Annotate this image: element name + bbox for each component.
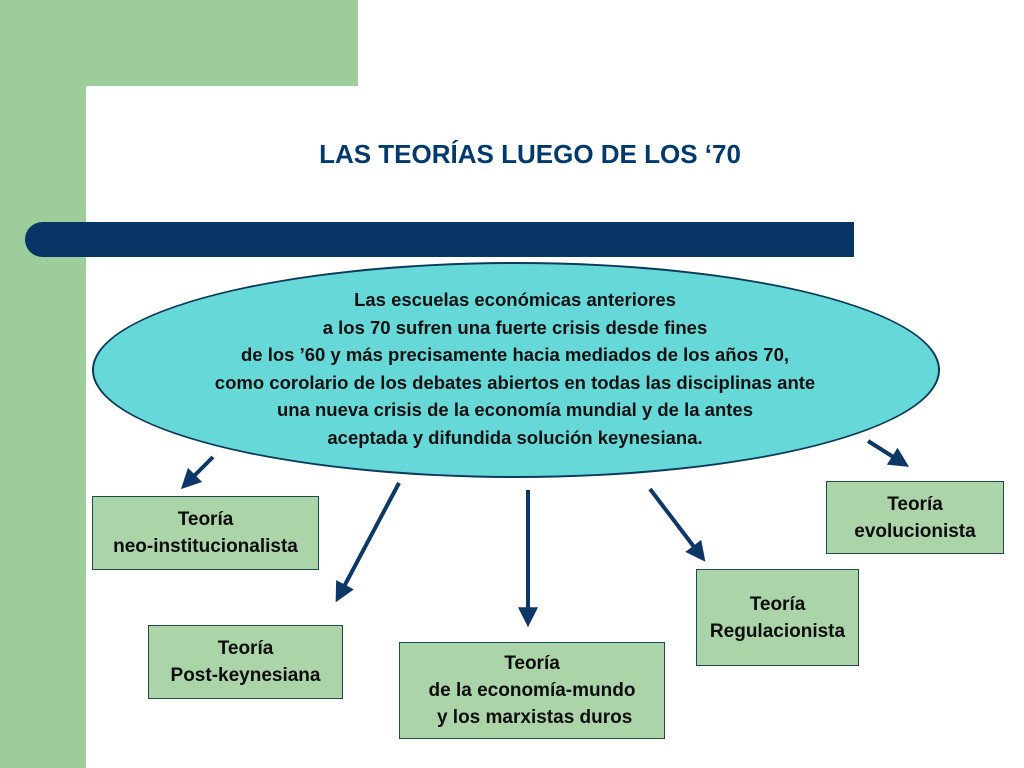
title-underline-bar [25,222,854,257]
box-neo-institucionalista-line-2: neo-institucionalista [113,536,298,557]
page-title: LAS TEORÍAS LUEGO DE LOS ‘70 [319,139,741,169]
box-neo-institucionalista-line-1: Teoría [177,509,234,530]
box-evolucionista: Teoría evolucionista [826,481,1004,554]
box-economia-mundo-line-1: Teoría [504,653,560,674]
box-economia-mundo: Teoría de la economía-mundo y los marxis… [399,642,665,739]
arrow-to-neo-institucionalista [180,455,215,490]
central-line-4: como corolario de los debates abiertos e… [214,371,816,393]
background-green-top [0,0,358,86]
box-regulacionista-line-2: Regulacionista [709,620,846,642]
box-regulacionista-line-1: Teoría [749,593,806,615]
background-white-corner [86,86,166,166]
arrow-to-post-keynesiana [335,482,401,603]
background-green-left [0,0,86,768]
central-line-1: Las escuelas económicas anteriores [354,289,676,310]
central-line-6: aceptada y difundida solución keynesiana… [327,426,703,448]
box-regulacionista: Teoría Regulacionista [696,569,859,666]
central-line-3: de los ’60 y más precisamente hacia medi… [240,344,790,365]
central-ellipse-text: Las escuelas económicas anteriores a los… [120,286,910,451]
arrow-to-regulacionista [648,487,706,562]
box-economia-mundo-line-2: de la economía-mundo [428,680,636,701]
box-post-keynesiana-line-2: Post-keynesiana [170,665,321,686]
box-evolucionista-line-2: evolucionista [854,520,976,542]
central-line-2: a los 70 sufren una fuerte crisis desde … [322,316,708,338]
box-evolucionista-line-1: Teoría [887,493,943,515]
box-neo-institucionalista: Teoría neo-institucionalista [92,496,319,570]
central-ellipse [92,262,940,478]
box-economia-mundo-line-3: y los marxistas duros [431,707,633,728]
central-line-5: una nueva crisis de la economía mundial … [276,399,754,420]
box-post-keynesiana: Teoría Post-keynesiana [148,625,343,699]
box-post-keynesiana-line-1: Teoría [217,638,274,659]
